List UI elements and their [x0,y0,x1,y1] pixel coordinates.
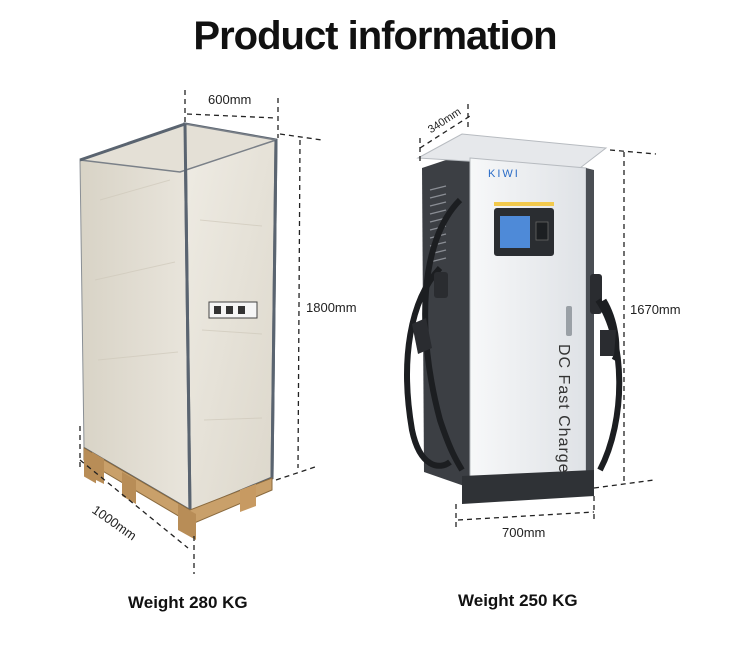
wooden-crate [79,122,278,540]
crate-dimension-lines [79,90,323,574]
charger-brand-logo: KIWI [488,168,520,180]
charger-side-text: DC Fast Charge [555,344,572,474]
crate-weight-label: Weight 280 KG [128,593,248,612]
dc-charger [404,133,623,504]
charger-width-label: 700mm [502,525,546,540]
pallet [83,447,273,540]
crate-width-label: 600mm [208,92,252,107]
crate-height-label: 1800mm [306,300,357,315]
left-charging-cable [404,197,465,472]
charger-height-label: 1670mm [630,302,681,317]
charger-dimension-lines [419,104,657,530]
door-handle [566,306,572,336]
charger-weight-label: Weight 250 KG [458,591,578,610]
page-title: Product information [193,14,557,58]
right-charging-cable [590,274,623,472]
